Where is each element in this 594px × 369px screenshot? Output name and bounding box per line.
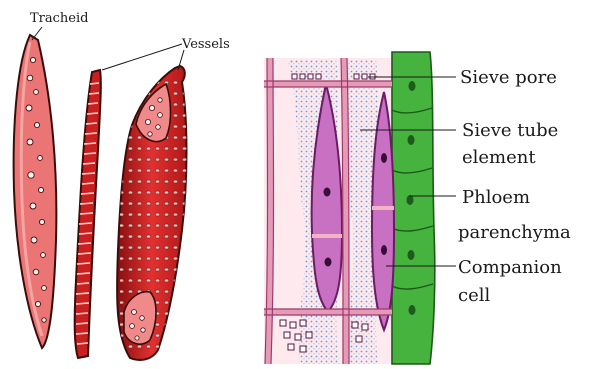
sieve-pore-label: Sieve pore [460,67,557,88]
phloem-parenchyma [392,52,435,364]
vessels-leader-narrow [102,44,182,70]
tracheid-leader [32,27,42,40]
vessels-label: Vessels [181,37,230,52]
tracheid [14,35,57,348]
sieve-tube-label-line2: element [462,147,536,168]
sieve-tube-label-line1: Sieve tube [462,120,558,141]
phloem-label-line2: parenchyma [458,222,571,243]
phloem-label-line1: Phloem [462,187,530,208]
companion-label-line2: cell [458,285,490,306]
narrow-vessel [75,70,101,358]
companion-label-line1: Companion [458,257,562,278]
wide-vessel-top-plate [136,84,171,142]
phloem-tissue [264,52,435,364]
tracheid-label: Tracheid [30,11,88,26]
wide-vessel [117,66,188,360]
